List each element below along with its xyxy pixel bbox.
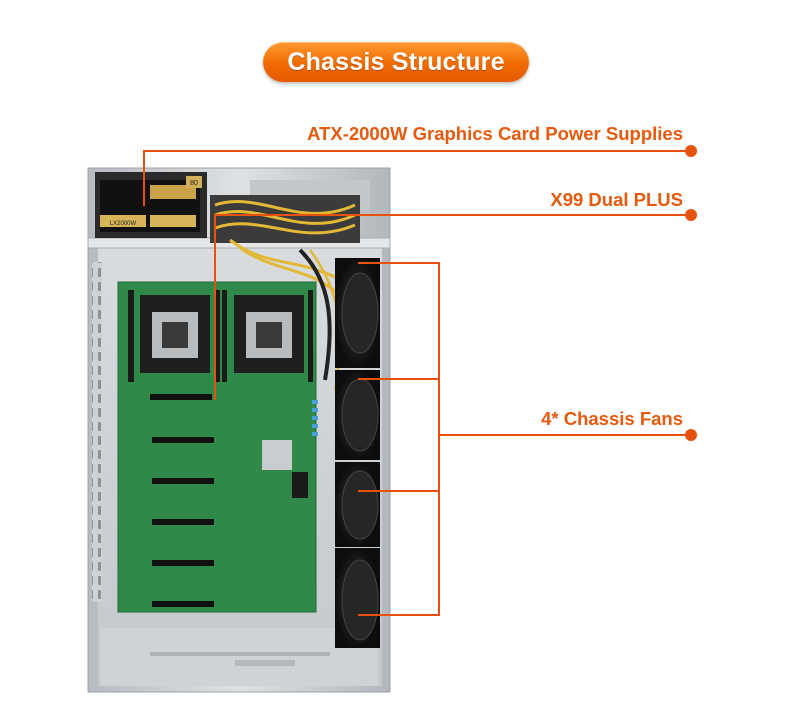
fan-bracket-3 [358, 490, 440, 492]
board-callout: X99 Dual PLUS [550, 189, 683, 210]
fan-bracket-2 [358, 378, 440, 380]
psu-leader-line [143, 150, 691, 152]
chassis-fan [335, 462, 380, 547]
board-leader-drop [214, 214, 216, 400]
psu-model-label: LX2000W [110, 221, 137, 227]
board-dot [685, 209, 697, 221]
psu-dot [685, 145, 697, 157]
title-banner: Chassis Structure [263, 42, 529, 82]
fan-leader-line [438, 434, 691, 436]
psu-leader-drop [143, 150, 145, 206]
fan-bracket-bottom [358, 614, 440, 616]
fan-bracket-vertical [438, 262, 440, 616]
chassis-fan [335, 370, 380, 460]
board-leader-line [214, 214, 691, 216]
psu-callout: ATX-2000W Graphics Card Power Supplies [307, 123, 683, 144]
power-cables [210, 195, 360, 391]
power-supply: LX2000W 80 [95, 172, 207, 238]
fans-callout: 4* Chassis Fans [541, 408, 683, 429]
fan-bracket-top [358, 262, 440, 264]
fans-dot [685, 429, 697, 441]
psu-badge: 80 [190, 180, 198, 187]
page-title: Chassis Structure [287, 47, 505, 76]
chassis-fan [335, 548, 380, 648]
chassis-fan [335, 258, 380, 368]
motherboard [117, 281, 318, 613]
